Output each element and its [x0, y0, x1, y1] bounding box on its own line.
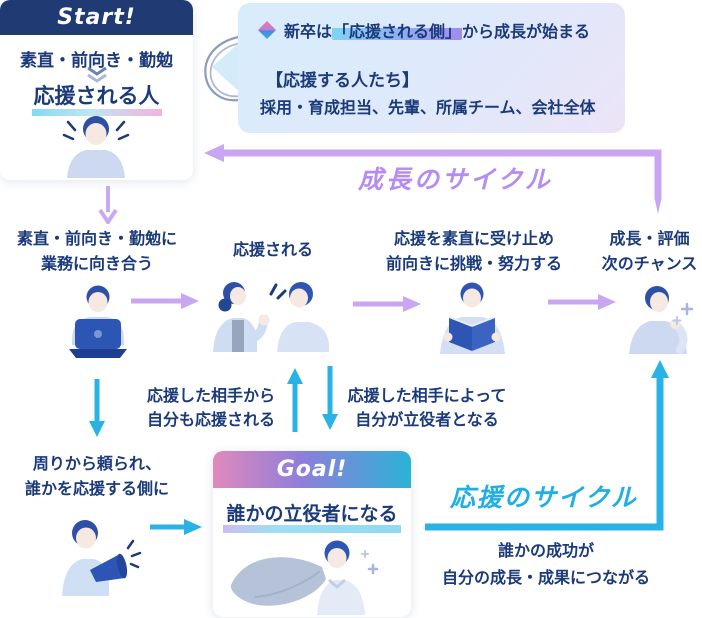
goal-title-wrap: 誰かの立役者になる — [213, 499, 411, 533]
line1-post: から成長が始まる — [462, 22, 591, 41]
arrow-accept-to-growth — [548, 294, 616, 310]
start-box-header: Start! — [0, 0, 193, 35]
line1-pre: 新卒は — [284, 22, 333, 41]
caped-hero-illustration — [230, 540, 379, 615]
support-cycle-label: 応援のサイクル — [450, 483, 638, 512]
step-supported-label: 応援される — [232, 240, 313, 259]
arrow-goal-up — [287, 368, 303, 432]
bubble-supporters: 採用・育成担当、先輩、所属チーム、会社全体 — [260, 98, 596, 117]
annotation-mutual-line2: 自分も応援される — [146, 410, 275, 429]
step-work-line1: 素直・前向き・勤勉に — [16, 229, 177, 248]
support-cycle-arrow — [425, 360, 669, 531]
annotation-success-line1: 誰かの成功が — [497, 541, 594, 560]
annotation-success-line2: 自分の成長・成果につながる — [441, 568, 650, 587]
step-work-line2: 業務に向き合う — [40, 254, 153, 273]
goal-label: Goal! — [276, 457, 348, 482]
person-with-megaphone-illustration — [62, 520, 142, 596]
annotation-mutual-line1: 応援した相手から — [146, 386, 275, 405]
step-accept-line1: 応援を素直に受け止め — [393, 229, 554, 248]
step-work-label: 素直・前向き・勤勉に 業務に向き合う — [8, 226, 186, 276]
start-result-wrap: 応援される人 — [0, 80, 193, 116]
step-growth-line2: 次のチャンス — [601, 254, 698, 273]
bubble-line1: 新卒は「応援される側」から成長が始まる — [258, 18, 590, 42]
arrow-worker-down — [89, 379, 105, 437]
goal-box: Goal! 誰かの立役者になる — [213, 451, 411, 617]
bubble-line1-text: 新卒は「応援される側」から成長が始まる — [284, 18, 590, 42]
annotation-relied-line1: 周りから頼られ、 — [32, 454, 162, 473]
annotation-key-player-line1: 応援した相手によって — [347, 386, 507, 405]
sparkle-icon-small — [361, 550, 369, 558]
diamond-icon — [258, 21, 276, 39]
goal-title-text: 誰かの立役者になる — [223, 499, 401, 533]
sparkle-icon — [680, 302, 694, 316]
goal-box-header: Goal! — [213, 451, 411, 488]
annotation-relied-line2: 誰かを応援する側に — [24, 479, 169, 498]
line1-highlight: 「応援される側」 — [332, 22, 463, 41]
growth-cycle-label: 成長のサイクル — [358, 165, 553, 194]
person-reading-book-illustration — [440, 282, 505, 354]
two-people-cheering-illustration — [213, 282, 329, 352]
start-label: Start! — [57, 5, 136, 30]
growth-cycle-arrow — [204, 144, 662, 214]
arrow-megaphone-to-goal — [150, 519, 202, 535]
megaphone-icon — [90, 554, 125, 582]
start-result-text: 応援される人 — [31, 80, 162, 116]
annotation-mutual: 応援した相手から 自分も応援される — [138, 384, 284, 432]
person-at-laptop-illustration — [69, 285, 127, 358]
arrow-worker-to-supported — [131, 293, 199, 309]
annotation-key-player: 応援した相手によって 自分が立役者となる — [342, 384, 512, 432]
arrow-supported-to-accept — [353, 296, 421, 312]
bubble-heading: 【応援する人たち】 — [266, 71, 419, 91]
annotation-relied: 周りから頼られ、 誰かを応援する側に — [12, 451, 182, 501]
step-growth-line1: 成長・評価 — [609, 229, 690, 248]
step-growth-label: 成長・評価 次のチャンス — [597, 226, 702, 276]
sparkle-icon — [367, 563, 379, 575]
start-box: Start! 素直・前向き・勤勉 応援される人 — [0, 0, 193, 180]
arrow-start-down — [98, 186, 118, 224]
bubble-tail — [212, 40, 242, 94]
arrow-to-goal-down — [322, 366, 338, 430]
excited-person-illustration — [62, 116, 130, 178]
start-traits-text: 素直・前向き・勤勉 — [20, 51, 173, 71]
step-accept-line2: 前向きに挑戦・努力する — [385, 254, 562, 273]
person-with-sparkles-illustration — [629, 286, 694, 354]
sparkle-icon-small — [672, 316, 682, 325]
annotation-key-player-line2: 自分が立役者となる — [355, 410, 499, 429]
step-accept-label: 応援を素直に受け止め 前向きに挑戦・努力する — [378, 226, 570, 276]
annotation-success: 誰かの成功が 自分の成長・成果につながる — [435, 537, 657, 591]
